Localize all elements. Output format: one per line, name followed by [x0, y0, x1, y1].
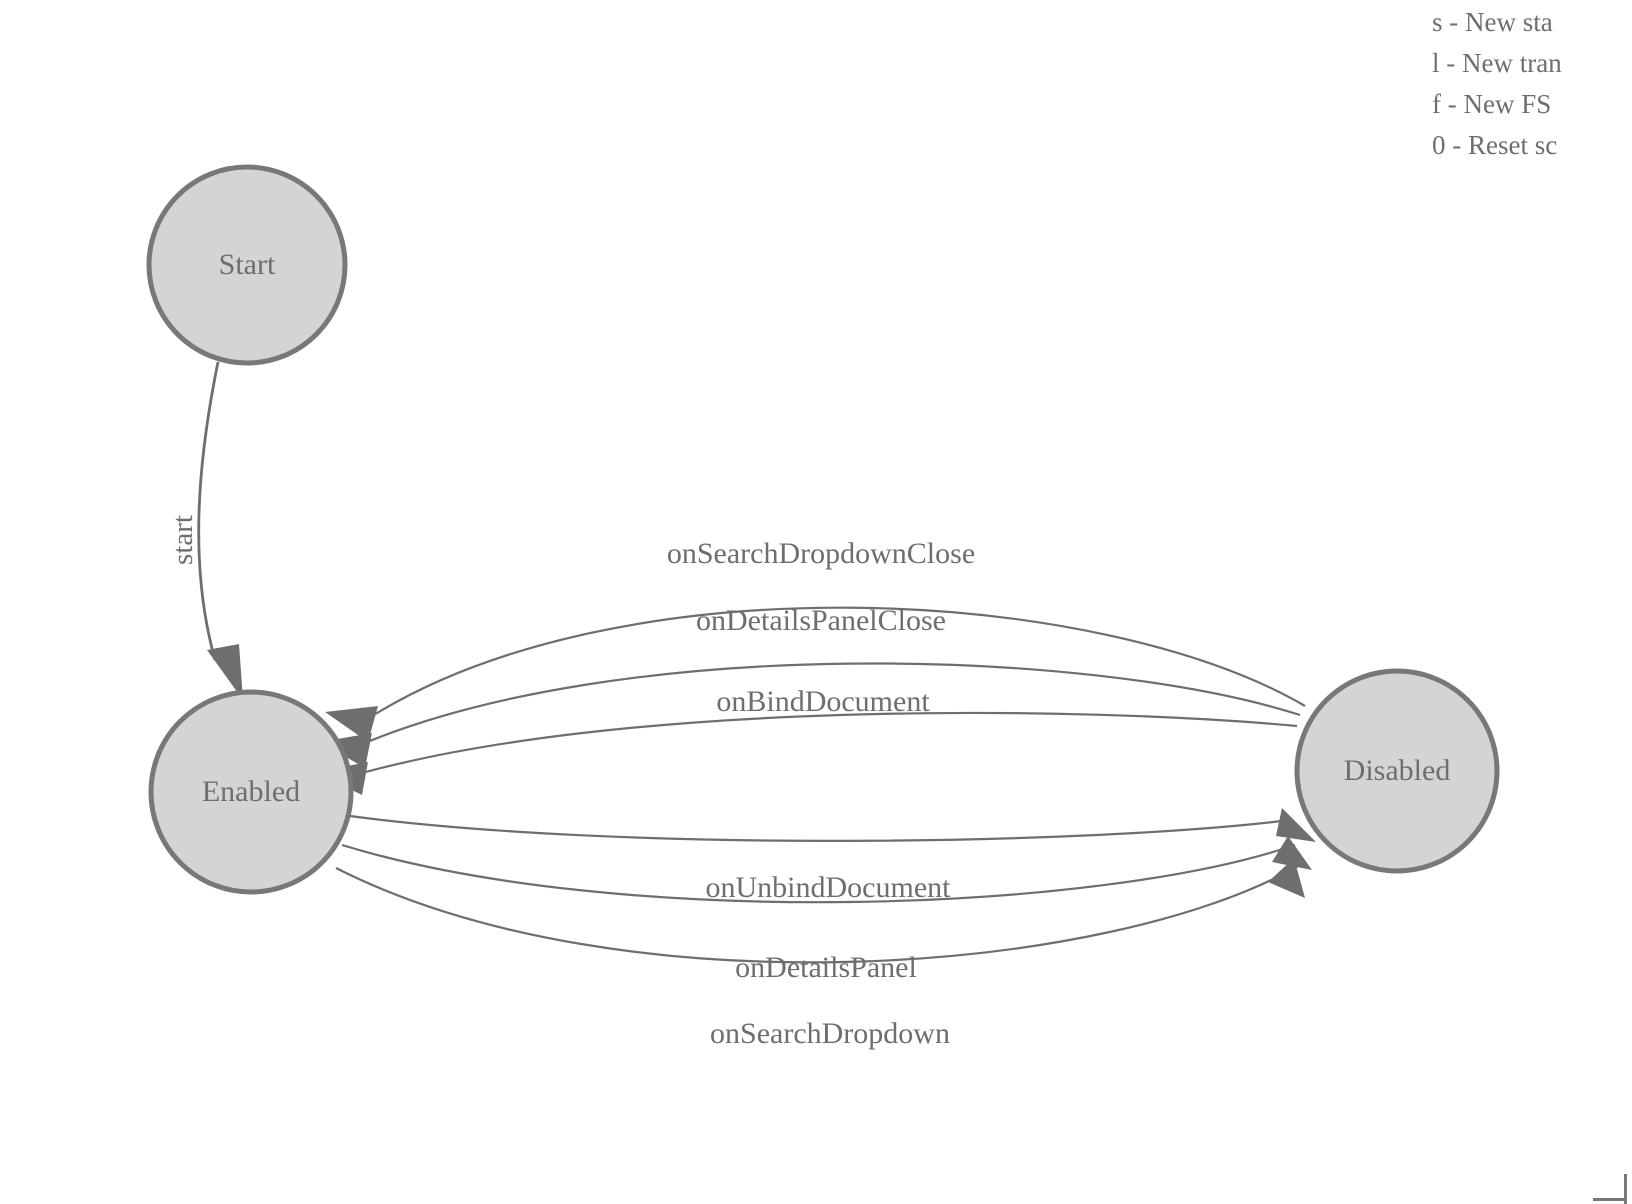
state-node-disabled-circle[interactable]: [1294, 668, 1500, 874]
transition-onunbinddocument[interactable]: onUnbindDocument: [349, 808, 1316, 904]
transition-onunbinddocument-label: onUnbindDocument: [706, 871, 952, 904]
transition-start-arrowhead: [207, 644, 243, 700]
transition-start-label: start: [167, 515, 199, 565]
transition-onsearchdropdownclose-label: onSearchDropdownClose: [667, 537, 975, 570]
state-node-disabled[interactable]: Disabled: [1294, 668, 1500, 874]
transition-onbinddocument-path[interactable]: [354, 711, 1298, 777]
state-node-enabled-circle[interactable]: [148, 689, 354, 895]
resize-handle[interactable]: [1593, 1174, 1632, 1204]
transition-onsearchdropdown-label: onSearchDropdown: [710, 1017, 950, 1050]
transition-onunbinddocument-path[interactable]: [349, 814, 1291, 842]
state-node-start[interactable]: Start: [146, 164, 348, 366]
transition-onbinddocument-label: onBindDocument: [716, 685, 930, 718]
state-node-disabled-label: Disabled: [1344, 754, 1451, 787]
transition-ondetailspanelclose-label: onDetailsPanelClose: [696, 604, 946, 637]
state-node-start-circle[interactable]: [146, 164, 348, 366]
transition-ondetailspanel-path[interactable]: [341, 843, 1296, 904]
transition-ondetailspanelclose-path[interactable]: [359, 662, 1301, 747]
transition-onsearchdropdown-path[interactable]: [335, 864, 1301, 964]
transition-onsearchdropdownclose[interactable]: onSearchDropdownClose: [325, 537, 1306, 742]
transition-ondetailspanel[interactable]: onDetailsPanel: [341, 836, 1312, 984]
transition-start[interactable]: start: [167, 361, 243, 700]
transition-ondetailspanelclose[interactable]: onDetailsPanelClose: [320, 604, 1301, 768]
transition-onsearchdropdown-arrowhead: [1268, 858, 1305, 898]
transition-ondetailspanel-arrowhead: [1272, 836, 1312, 870]
state-node-enabled-label: Enabled: [202, 775, 300, 808]
transition-onsearchdropdown[interactable]: onSearchDropdown: [335, 858, 1305, 1050]
resize-handle-vertical-bar: [1624, 1174, 1627, 1204]
transition-onunbinddocument-arrowhead: [1276, 808, 1316, 842]
state-node-start-label: Start: [219, 248, 276, 281]
transition-onsearchdropdownclose-path[interactable]: [368, 606, 1306, 719]
transition-onbinddocument[interactable]: onBindDocument: [316, 685, 1298, 795]
transition-ondetailspanel-label: onDetailsPanel: [735, 951, 917, 984]
transition-onsearchdropdownclose-arrowhead: [325, 706, 378, 742]
state-node-enabled[interactable]: Enabled: [148, 689, 354, 895]
transition-start-path[interactable]: [197, 361, 220, 661]
resize-handle-horizontal-bar: [1593, 1198, 1627, 1201]
